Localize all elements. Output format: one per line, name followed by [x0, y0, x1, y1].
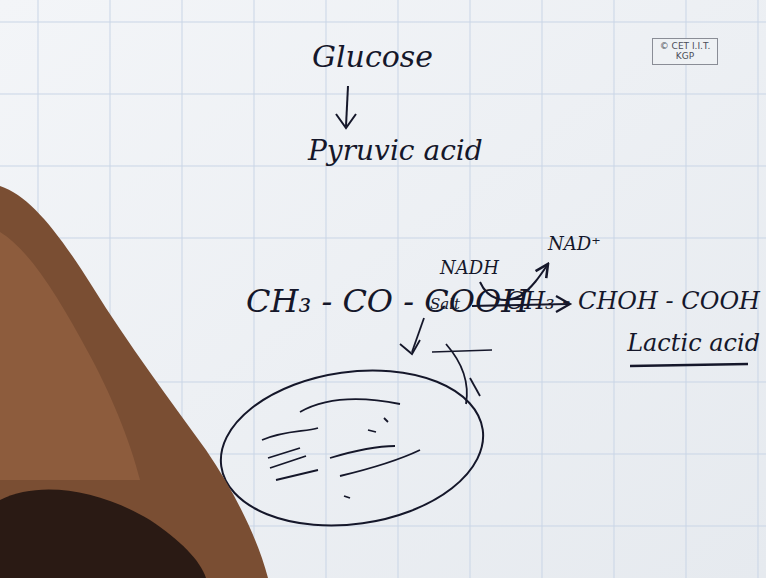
scribble-oval	[211, 354, 494, 541]
handwritten-note: Salt	[430, 296, 460, 313]
lecturer-hair	[0, 490, 206, 578]
shoulder-highlight	[0, 232, 140, 480]
arrow-head	[400, 340, 420, 354]
watermark-text: © CET I.I.T. KGP	[656, 41, 714, 62]
cofactor-name: NADH	[440, 258, 499, 278]
arrow-head	[336, 114, 356, 128]
down-arrow	[346, 86, 348, 126]
underline	[630, 364, 748, 366]
lecturer-shoulder	[0, 186, 268, 578]
chemical-formula: CH₃ - CHOH - COOH	[506, 288, 760, 314]
scribbles	[262, 344, 480, 498]
underline	[432, 350, 492, 352]
chemical-formula: CH₃ - CO - COOH	[246, 284, 529, 319]
watermark-box: © CET I.I.T. KGP	[652, 38, 718, 65]
cofactor-name: NAD⁺	[548, 234, 601, 254]
compound-name: Lactic acid	[627, 330, 760, 356]
compound-name: Pyruvic acid	[308, 136, 483, 167]
compound-name: Glucose	[312, 40, 433, 73]
leader-line	[412, 318, 424, 352]
